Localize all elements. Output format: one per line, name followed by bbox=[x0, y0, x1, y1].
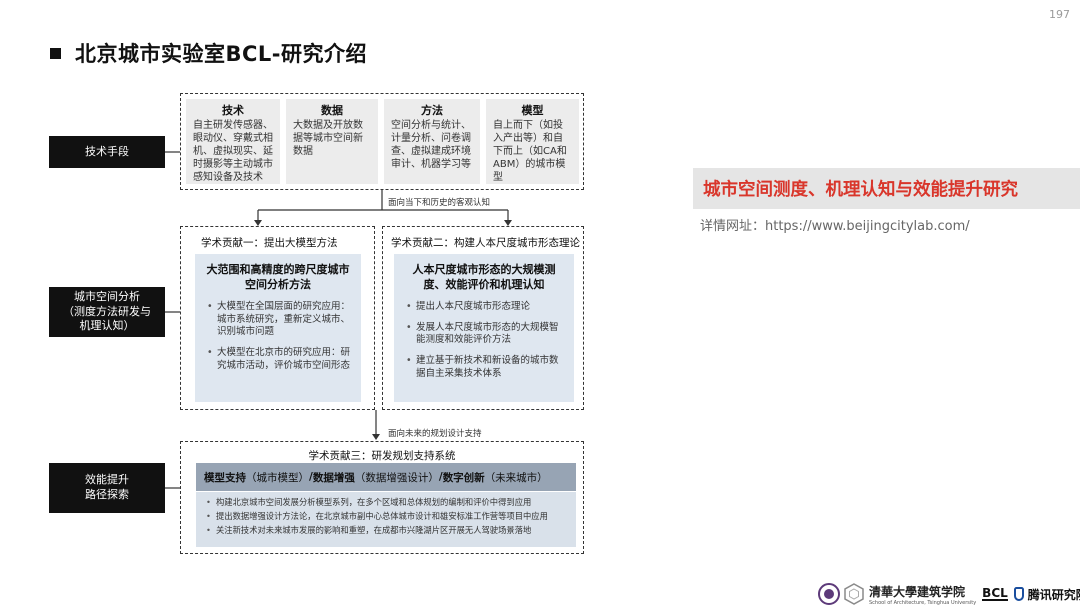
list-item: 提出人本尺度城市形态理论 bbox=[404, 301, 564, 314]
contribution-3-box bbox=[180, 441, 584, 554]
tech-means-box: 技术 自主研发传感器、眼动仪、穿戴式相机、虚拟现实、延时摄影等主动城市感知设备及… bbox=[180, 93, 584, 190]
label-efficiency-line1: 效能提升 bbox=[85, 473, 129, 487]
tech-column-technology: 技术 自主研发传感器、眼动仪、穿戴式相机、虚拟现实、延时摄影等主动城市感知设备及… bbox=[186, 99, 280, 184]
page-title-row: 北京城市实验室BCL-研究介绍 bbox=[50, 38, 367, 68]
page-number: 197 bbox=[1049, 8, 1070, 21]
tech-column-method: 方法 空间分析与统计、计量分析、问卷调查、虚拟建成环境审计、机器学习等 bbox=[384, 99, 480, 184]
list-item: 大模型在全国层面的研究应用：城市系统研究，重新定义城市、识别城市问题 bbox=[205, 301, 351, 339]
tsinghua-seal-icon bbox=[818, 583, 840, 605]
page-title: 北京城市实验室BCL-研究介绍 bbox=[75, 42, 368, 66]
tech-column-body: 大数据及开放数据等城市空间新数据 bbox=[293, 120, 363, 158]
list-item: 构建北京城市空间发展分析模型系列，在多个区域和总体规划的编制和评价中得到应用 bbox=[204, 497, 568, 508]
label-spatial-line3: 机理认知） bbox=[79, 319, 135, 333]
tencent-research-logo: 腾讯研究院 bbox=[1027, 587, 1080, 602]
tsinghua-architecture-logo: 清華大學建筑学院 School of Architecture, Tsinghu… bbox=[869, 583, 976, 606]
list-item: 关注新技术对未来城市发展的影响和重塑，在成都市兴隆湖片区开展无人驾驶场景落地 bbox=[204, 525, 568, 536]
hexagon-logo-icon bbox=[844, 583, 864, 605]
digital-innovation-note: （未来城市） bbox=[484, 471, 548, 484]
tech-column-title: 技术 bbox=[222, 104, 244, 117]
title-bullet-icon bbox=[50, 47, 61, 59]
digital-innovation-label: 数字创新 bbox=[442, 471, 485, 484]
contribution-2-panel: 人本尺度城市形态的大规模测度、效能评价和机理认知 提出人本尺度城市形态理论 发展… bbox=[394, 254, 574, 402]
label-spatial-line2: （测度方法研发与 bbox=[63, 304, 151, 318]
label-tech-means-text: 技术手段 bbox=[85, 144, 129, 158]
contribution-3-subheader: 模型支持 （城市模型） / 数据增强 （数据增强设计） / 数字创新 （未来城市… bbox=[196, 463, 576, 491]
tech-column-title: 模型 bbox=[521, 104, 544, 117]
flow-caption-objective: 面向当下和历史的客观认知 bbox=[388, 196, 491, 208]
list-item: 建立基于新技术和新设备的城市数据自主采集技术体系 bbox=[404, 355, 564, 381]
contribution-2-title: 学术贡献二：构建人本尺度城市形态理论 bbox=[391, 237, 580, 249]
contribution-2-box: 学术贡献二：构建人本尺度城市形态理论 人本尺度城市形态的大规模测度、效能评价和机… bbox=[382, 226, 584, 410]
contribution-3-panel: 构建北京城市空间发展分析模型系列，在多个区域和总体规划的编制和评价中得到应用 提… bbox=[196, 492, 576, 547]
tsinghua-sub: School of Architecture, Tsinghua Univers… bbox=[869, 599, 977, 606]
tech-column-title: 方法 bbox=[421, 104, 443, 117]
tech-column-body: 空间分析与统计、计量分析、问卷调查、虚拟建成环境审计、机器学习等 bbox=[391, 120, 471, 171]
footer-logos: 清華大學建筑学院 School of Architecture, Tsinghu… bbox=[818, 580, 1080, 608]
tech-column-title: 数据 bbox=[321, 104, 343, 117]
contribution-3-title: 学术贡献三：研发规划支持系统 bbox=[308, 450, 456, 462]
label-spatial-line1: 城市空间分析 bbox=[74, 289, 140, 303]
model-support-label: 模型支持 bbox=[204, 471, 246, 484]
label-tech-means: 技术手段 bbox=[49, 136, 165, 168]
tech-column-model: 模型 自上而下（如投入产出等）和自下而上（如CA和ABM）的城市模型 bbox=[486, 99, 579, 184]
bcl-logo: BCL bbox=[982, 586, 1008, 601]
contribution-1-head: 大范围和高精度的跨尺度城市空间分析方法 bbox=[206, 263, 350, 292]
tencent-research-icon bbox=[1013, 587, 1024, 601]
flow-caption-future: 面向未来的规划设计支持 bbox=[388, 427, 482, 439]
list-item: 大模型在北京市的研究应用：研究城市活动，评价城市空间形态 bbox=[205, 347, 351, 373]
label-efficiency-line2: 路径探索 bbox=[85, 488, 129, 501]
separator: / bbox=[309, 471, 313, 483]
detail-url-link[interactable]: 详情网址：https://www.beijingcitylab.com/ bbox=[700, 219, 970, 234]
label-spatial-analysis: 城市空间分析 （测度方法研发与 机理认知） bbox=[49, 287, 165, 337]
contribution-1-title: 学术贡献一：提出大模型方法 bbox=[201, 237, 338, 249]
list-item: 提出数据增强设计方法论，在北京城市副中心总体城市设计和雄安标准工作营等项目中应用 bbox=[204, 511, 568, 522]
label-efficiency: 效能提升 路径探索 bbox=[49, 463, 165, 513]
data-augment-note: （数据增强设计） bbox=[354, 471, 439, 484]
tech-column-data: 数据 大数据及开放数据等城市空间新数据 bbox=[286, 99, 378, 184]
contribution-2-head: 人本尺度城市形态的大规模测度、效能评价和机理认知 bbox=[412, 263, 556, 292]
contribution-1-box: 学术贡献一：提出大模型方法 大范围和高精度的跨尺度城市空间分析方法 大模型在全国… bbox=[180, 226, 375, 410]
data-augment-label: 数据增强 bbox=[312, 471, 355, 484]
separator: / bbox=[438, 471, 443, 483]
side-headline: 城市空间测度、机理认知与效能提升研究 bbox=[693, 168, 1080, 209]
tsinghua-name: 清華大學建筑学院 bbox=[869, 584, 966, 599]
contribution-1-panel: 大范围和高精度的跨尺度城市空间分析方法 大模型在全国层面的研究应用：城市系统研究… bbox=[195, 254, 361, 402]
tech-column-body: 自主研发传感器、眼动仪、穿戴式相机、虚拟现实、延时摄影等主动城市感知设备及技术 bbox=[193, 120, 273, 184]
list-item: 发展人本尺度城市形态的大规模智能测度和效能评价方法 bbox=[404, 322, 564, 348]
model-support-note: （城市模型） bbox=[246, 471, 309, 484]
tech-column-body: 自上而下（如投入产出等）和自下而上（如CA和ABM）的城市模型 bbox=[493, 120, 567, 184]
